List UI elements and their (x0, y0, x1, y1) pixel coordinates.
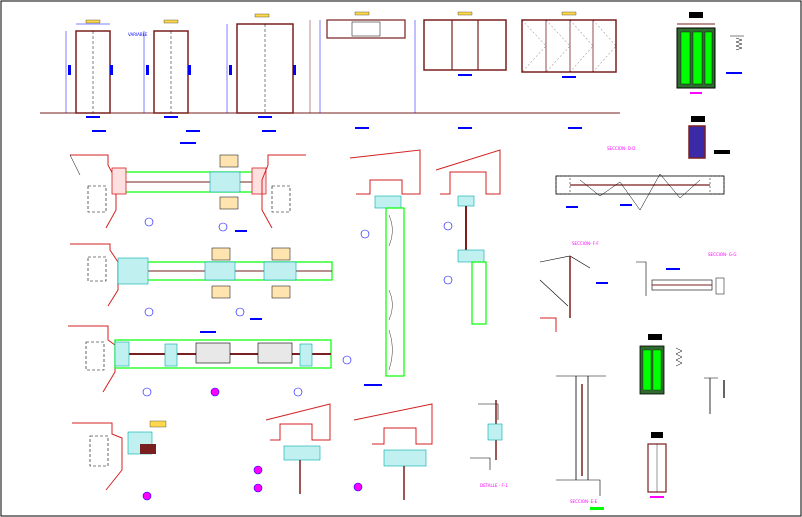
section-label-d: DETALLE - F-1 (480, 483, 508, 488)
section-label-c: SECCION- G-G (708, 252, 736, 257)
bottom-detail-2 (353, 403, 433, 500)
vertical-section-short (435, 149, 501, 325)
section-diagonal: SECCION- D-D (555, 146, 725, 211)
section-small-right: SECCION- G-G (636, 252, 736, 296)
bottom-detail-4: SECCION- E-E (556, 375, 606, 510)
horizontal-section-1 (69, 142, 306, 232)
window-elevation-1 (309, 11, 406, 113)
bottom-detail-3: DETALLE - F-1 (470, 400, 508, 488)
door-elevation-1 (65, 19, 113, 118)
door-detail-top-right (676, 12, 744, 94)
section-corner-detail: SECCION- F-F (539, 241, 608, 332)
horizontal-section-2 (70, 243, 333, 320)
section-label-a: SECCION- D-D (607, 146, 635, 151)
bottom-detail-1 (253, 403, 331, 494)
door-elevation-row: VARIABLE (40, 11, 620, 132)
green-panel-detail (639, 334, 725, 414)
door-elevation-2: VARIABLE (128, 19, 191, 118)
small-panel-detail (688, 116, 730, 159)
narrow-frame-detail (647, 432, 667, 498)
window-elevation-3 (521, 11, 617, 78)
horizontal-section-4 (72, 420, 167, 501)
section-label-b: SECCION- F-F (572, 241, 599, 246)
section-label-e: SECCION- E-E (570, 499, 598, 504)
horizontal-section-3 (68, 325, 352, 397)
vertical-section-tall (349, 149, 421, 386)
window-elevation-2 (414, 11, 507, 113)
variable-label: VARIABLE (128, 32, 148, 37)
door-elevation-3 (226, 13, 296, 118)
